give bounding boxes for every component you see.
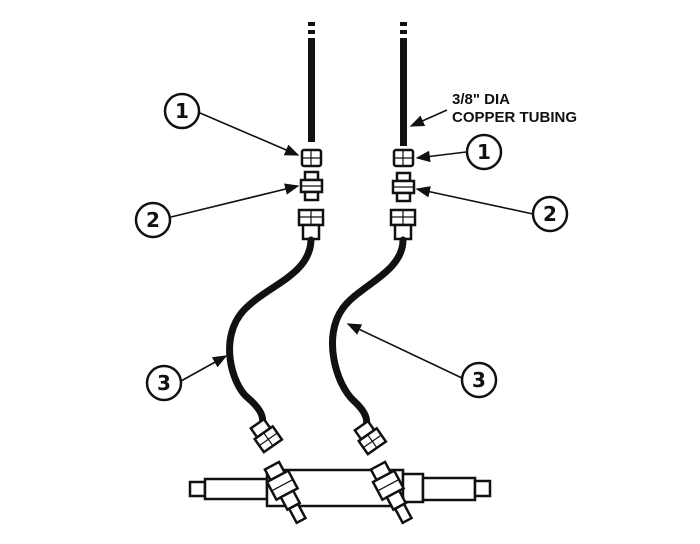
leader-left-2 xyxy=(170,183,300,218)
callout-left-2: 2 xyxy=(134,201,172,239)
right-assembly xyxy=(328,22,417,456)
callout-number: 1 xyxy=(175,99,189,123)
callout-number: 2 xyxy=(146,208,160,232)
callout-right-1: 1 xyxy=(465,133,503,171)
left-copper-tubing xyxy=(308,22,315,142)
callout-number: 3 xyxy=(472,368,486,392)
right-hose-bottom-fitting xyxy=(353,419,388,456)
callout-right-3: 3 xyxy=(460,361,498,399)
left-assembly xyxy=(226,22,325,454)
left-flexible-hose xyxy=(226,236,315,428)
left-tube-nut xyxy=(300,148,323,168)
right-union-fitting xyxy=(391,171,416,203)
tubing-label-line2: COPPER TUBING xyxy=(452,109,577,126)
copper-tubing-label: 3/8" DIA COPPER TUBING xyxy=(452,91,577,126)
leader-right-1 xyxy=(415,150,467,163)
left-hose-bottom-fitting xyxy=(249,417,284,454)
leader-lines xyxy=(170,109,534,382)
leader-right-2 xyxy=(415,186,534,215)
right-tube-nut xyxy=(392,148,415,168)
callout-left-1: 1 xyxy=(163,92,201,130)
manifold-right-port-fitting xyxy=(369,460,414,525)
callout-number: 3 xyxy=(157,371,171,395)
leader-left-3 xyxy=(180,355,228,382)
tubing-label-line1: 3/8" DIA xyxy=(452,91,510,108)
callout-left-3: 3 xyxy=(145,364,183,402)
manifold-bar xyxy=(188,468,492,508)
callout-number: 2 xyxy=(543,202,557,226)
right-copper-tubing xyxy=(400,22,407,146)
callout-right-2: 2 xyxy=(531,195,569,233)
callout-number: 1 xyxy=(477,140,491,164)
manifold-left-port-fitting xyxy=(263,460,308,525)
left-union-fitting xyxy=(299,170,324,202)
leader-tubing xyxy=(409,109,448,127)
leader-right-3 xyxy=(346,323,463,379)
left-hose-top-fitting xyxy=(297,208,325,241)
leader-left-1 xyxy=(199,112,300,156)
right-hose-top-fitting xyxy=(389,208,417,241)
right-flexible-hose xyxy=(328,236,407,430)
